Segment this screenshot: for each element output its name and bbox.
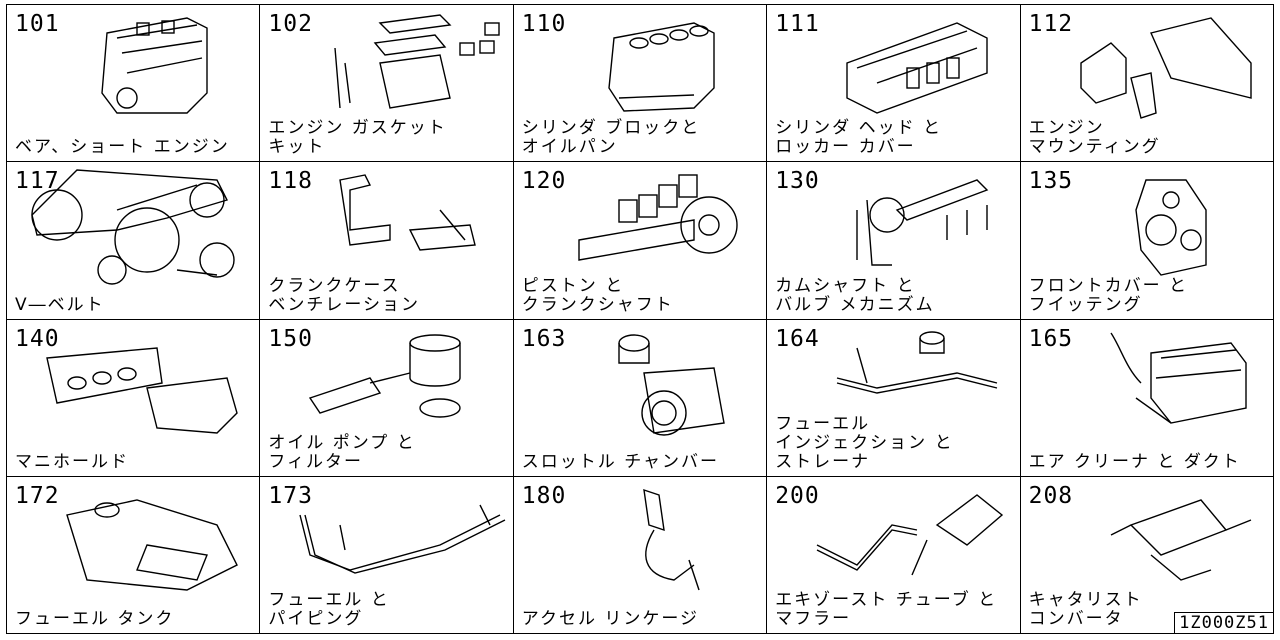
part-name: オイル ポンプ と フィルター bbox=[268, 432, 416, 472]
part-code: 164 bbox=[775, 325, 820, 352]
part-cell-200[interactable]: 200 エキゾースト チューブ と マフラー bbox=[767, 476, 1021, 634]
part-cell-173[interactable]: 173 フューエル と パイピング bbox=[260, 476, 514, 634]
part-code: 150 bbox=[268, 325, 313, 352]
v-belt-illustration bbox=[17, 169, 247, 285]
part-code: 180 bbox=[521, 482, 567, 509]
part-cell-163[interactable]: 163 スロットル チャンバー bbox=[513, 319, 768, 477]
part-cell-110[interactable]: 110 シリンダ ブロックと オイルパン bbox=[513, 5, 768, 163]
fuel-tank-illustration bbox=[37, 485, 257, 591]
part-name: エア クリーナ と ダクト bbox=[1028, 451, 1241, 472]
part-cell-130[interactable]: 130 カムシャフト と バルブ メカニズム bbox=[767, 162, 1021, 320]
front-cover-illustration bbox=[1051, 170, 1271, 277]
part-code: 118 bbox=[268, 168, 313, 195]
part-name: フューエル と パイピング bbox=[268, 590, 390, 629]
part-code: 140 bbox=[15, 325, 60, 352]
part-name: ピストン と クランクシャフト bbox=[521, 275, 674, 315]
part-cell-118[interactable]: 118 クランクケース ベンチレーション bbox=[260, 162, 514, 320]
diagram-reference-code: 1Z000Z51 bbox=[1174, 612, 1274, 634]
part-name: フロントカバー と フイッテング bbox=[1028, 275, 1188, 315]
part-code: 208 bbox=[1028, 482, 1074, 509]
part-cell-102[interactable]: 102 エンジン ガスケット キット bbox=[260, 5, 514, 163]
parts-index-grid: 101 ベア、ショート エンジン 102 エンジン ガスケット キット 110 … bbox=[6, 4, 1274, 634]
part-name: V―ベルト bbox=[15, 294, 105, 315]
part-code: 200 bbox=[775, 482, 820, 509]
part-name: クランクケース ベンチレーション bbox=[268, 275, 421, 315]
air-cleaner-illustration bbox=[1051, 328, 1271, 433]
part-cell-172[interactable]: 172 フューエル タンク bbox=[7, 476, 261, 634]
part-code: 173 bbox=[268, 482, 313, 509]
part-cell-180[interactable]: 180 アクセル リンケージ bbox=[513, 476, 768, 634]
part-code: 112 bbox=[1028, 11, 1074, 37]
part-cell-101[interactable]: 101 ベア、ショート エンジン bbox=[7, 5, 261, 163]
part-code: 101 bbox=[15, 11, 60, 37]
part-cell-135[interactable]: 135 フロントカバー と フイッテング bbox=[1020, 162, 1274, 320]
part-name: カムシャフト と バルブ メカニズム bbox=[775, 275, 935, 315]
engine-block-illustration bbox=[37, 13, 257, 118]
part-name: フューエル タンク bbox=[15, 609, 175, 629]
part-cell-117[interactable]: 117 V―ベルト bbox=[7, 162, 261, 320]
part-cell-140[interactable]: 140 マニホールド bbox=[7, 319, 261, 477]
part-code: 110 bbox=[521, 11, 567, 37]
part-cell-208[interactable]: 208 キャタリスト コンバータ bbox=[1020, 476, 1274, 634]
engine-mounting-illustration bbox=[1051, 13, 1271, 119]
part-cell-112[interactable]: 112 エンジン マウンティング bbox=[1020, 5, 1274, 163]
camshaft-valve-illustration bbox=[797, 170, 1017, 275]
part-cell-165[interactable]: 165 エア クリーナ と ダクト bbox=[1020, 319, 1274, 477]
part-name: エンジン マウンティング bbox=[1028, 118, 1161, 158]
part-name: シリンダ ヘッド と ロッカー カバー bbox=[775, 118, 942, 158]
part-name: キャタリスト コンバータ bbox=[1028, 590, 1143, 629]
part-cell-164[interactable]: 164 フューエル インジェクション と ストレーナ bbox=[767, 319, 1021, 477]
cylinder-head-illustration bbox=[797, 13, 1017, 118]
accelerator-linkage-illustration bbox=[544, 485, 764, 590]
fuel-injection-illustration bbox=[797, 328, 1017, 408]
part-code: 165 bbox=[1028, 325, 1074, 352]
part-name: スロットル チャンバー bbox=[521, 451, 720, 472]
exhaust-muffler-illustration bbox=[797, 485, 1017, 590]
fuel-piping-illustration bbox=[290, 485, 510, 590]
part-code: 135 bbox=[1028, 168, 1074, 195]
part-code: 102 bbox=[268, 11, 313, 37]
part-code: 172 bbox=[15, 482, 60, 509]
manifold-illustration bbox=[37, 328, 257, 434]
part-name: フューエル インジェクション と ストレーナ bbox=[775, 413, 954, 472]
oil-pump-filter-illustration bbox=[290, 328, 510, 433]
gasket-kit-illustration bbox=[290, 13, 510, 118]
part-name: ベア、ショート エンジン bbox=[15, 137, 230, 158]
throttle-chamber-illustration bbox=[544, 328, 764, 436]
part-code: 111 bbox=[775, 11, 820, 37]
catalyst-converter-illustration bbox=[1051, 485, 1271, 590]
part-name: アクセル リンケージ bbox=[521, 609, 700, 629]
piston-crankshaft-illustration bbox=[544, 170, 764, 275]
part-code: 163 bbox=[521, 325, 567, 352]
part-name: シリンダ ブロックと オイルパン bbox=[521, 118, 701, 158]
part-code: 117 bbox=[15, 168, 60, 195]
part-name: マニホールド bbox=[15, 451, 129, 472]
crankcase-ventilation-illustration bbox=[290, 170, 510, 275]
part-cell-120[interactable]: 120 ピストン と クランクシャフト bbox=[513, 162, 768, 320]
part-cell-150[interactable]: 150 オイル ポンプ と フィルター bbox=[260, 319, 514, 477]
cylinder-block-illustration bbox=[544, 13, 764, 118]
part-code: 120 bbox=[521, 168, 567, 195]
part-name: エキゾースト チューブ と マフラー bbox=[775, 590, 998, 629]
part-code: 130 bbox=[775, 168, 820, 195]
part-name: エンジン ガスケット キット bbox=[268, 118, 447, 158]
part-cell-111[interactable]: 111 シリンダ ヘッド と ロッカー カバー bbox=[767, 5, 1021, 163]
